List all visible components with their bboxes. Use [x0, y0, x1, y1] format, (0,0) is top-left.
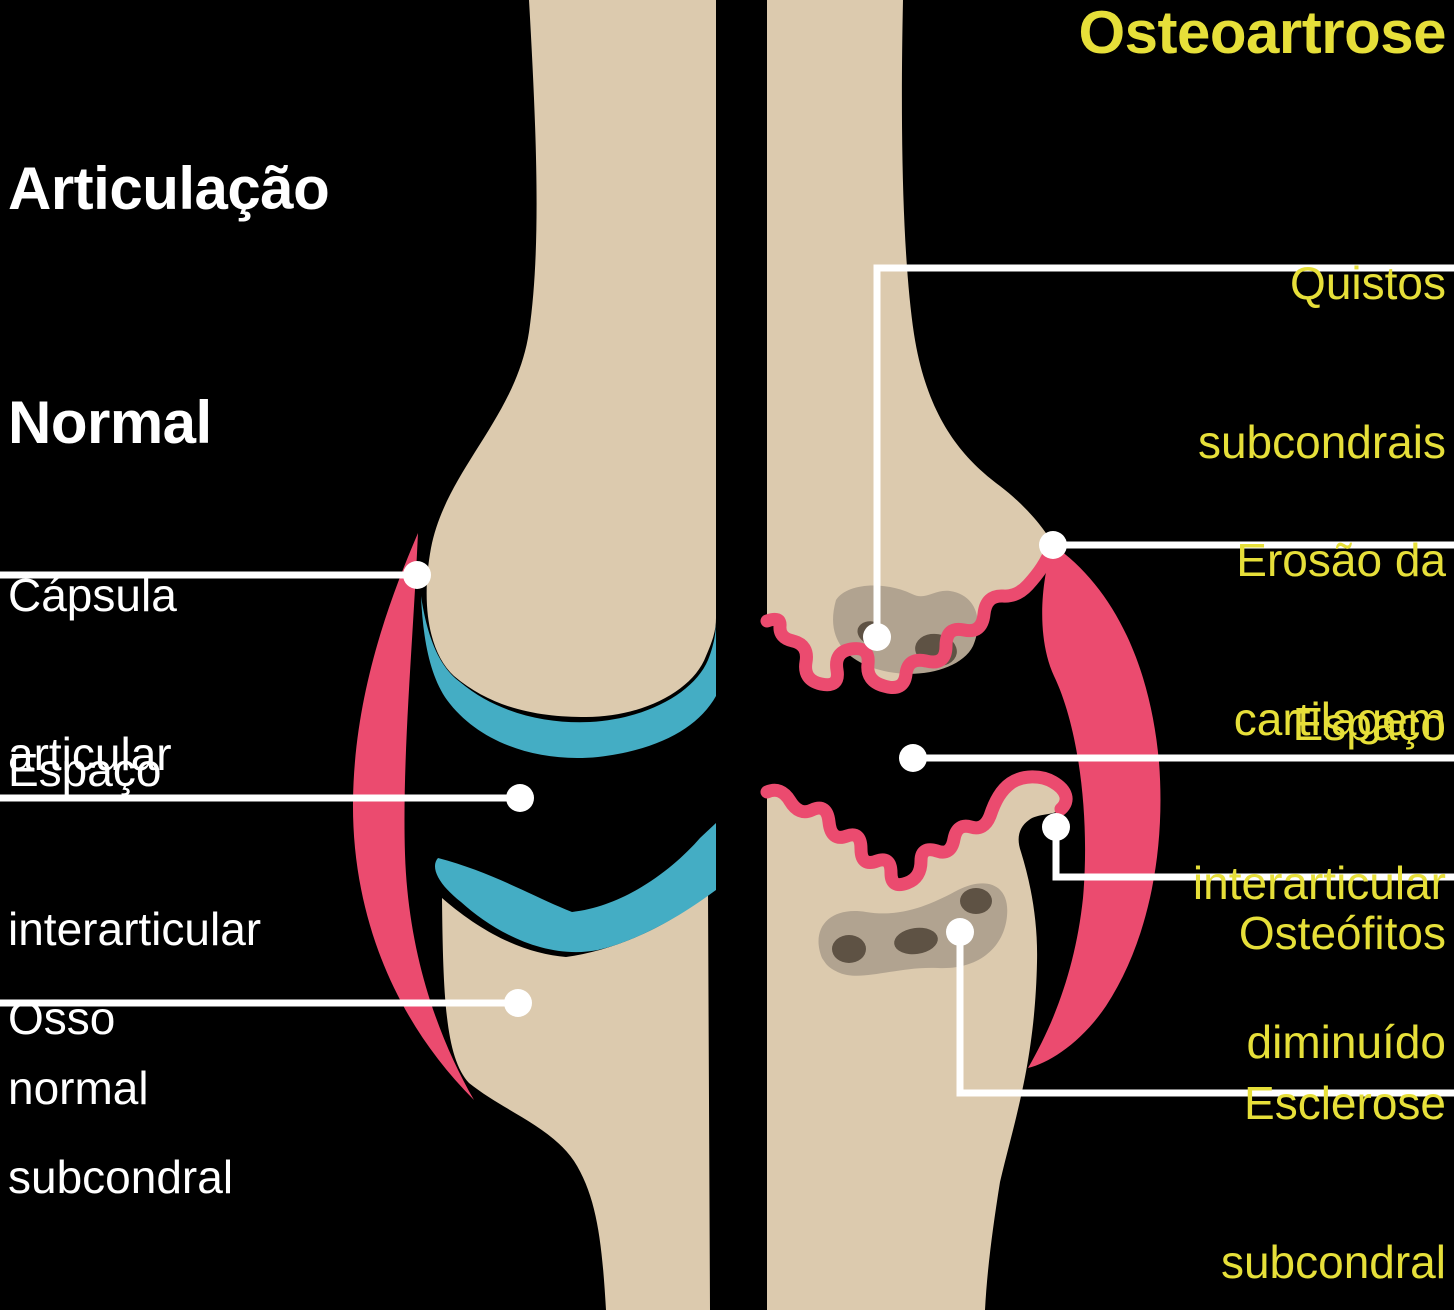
- label-line: subcondral: [8, 1151, 234, 1203]
- label-line: interarticular: [1192, 857, 1446, 909]
- leader-dot-quistos-subcondrais: [863, 623, 891, 651]
- osteo-tibia-sclerosis-spot: [832, 935, 866, 963]
- label-line: cartilagem: [1233, 693, 1446, 745]
- leader-dot-erosao-cartilagem: [1039, 531, 1067, 559]
- label-capsula-articular: Cápsula articular: [8, 463, 177, 887]
- label-line: diminuído: [1246, 1016, 1446, 1068]
- leader-line-esclerose-subcondral: [956, 932, 1454, 1097]
- label-line: articular: [8, 728, 172, 780]
- normal-joint-title: Articulação Normal: [8, 0, 330, 618]
- normal-joint-capsule-shape: [352, 533, 474, 1100]
- leader-dot-espaco-normal: [506, 784, 534, 812]
- label-line: Osteófitos: [1238, 907, 1446, 959]
- label-espaco-interarticular-diminuido: Espaço interarticular diminuído: [1193, 592, 1446, 1175]
- osteo-femur-erosion-outline: [760, 538, 1060, 694]
- label-line: Esclerose: [1244, 1077, 1446, 1129]
- osteo-tibia-sclerosis-spot: [960, 888, 992, 914]
- osteo-tibia-sclerosis-spot: [894, 927, 938, 955]
- leader-dots: [403, 531, 1070, 1017]
- osteo-tibia-erosion-outline: [760, 770, 1073, 892]
- label-erosao-da-cartilagem: Erosão da cartilagem: [1234, 428, 1446, 852]
- leader-dot-espaco-diminuido: [899, 744, 927, 772]
- leader-dot-osso-subcondral: [504, 989, 532, 1017]
- osteo-femur-shape: [767, 0, 1053, 688]
- normal-joint-illustration: [352, 0, 716, 1310]
- label-esclerose-subcondral: Esclerose subcondral: [1221, 971, 1446, 1310]
- osteo-joint-illustration: [760, 0, 1161, 1310]
- normal-joint-title-line: Articulação: [8, 155, 330, 222]
- label-line: Osso: [8, 992, 116, 1044]
- label-line: subcondrais: [1197, 416, 1446, 468]
- label-espaco-interarticular-normal: Espaço interarticular normal: [8, 638, 261, 1221]
- normal-femur-cartilage-shape: [421, 596, 716, 759]
- leader-dot-capsula-articular: [403, 561, 431, 589]
- label-line: subcondral: [1220, 1236, 1446, 1288]
- leader-dot-esclerose-subcondral: [946, 918, 974, 946]
- normal-joint-title-line: Normal: [8, 389, 212, 456]
- leader-dot-osteofitos: [1042, 813, 1070, 841]
- osteo-joint-capsule-shape: [1028, 545, 1161, 1068]
- normal-tibia-cartilage-shape: [434, 823, 716, 953]
- label-line: normal: [8, 1062, 149, 1114]
- label-line: Erosão da: [1236, 534, 1446, 586]
- leader-lines: [0, 264, 1454, 1097]
- label-line: interarticular: [8, 903, 262, 955]
- normal-femur-shape: [426, 0, 716, 717]
- normal-tibia-shape: [442, 892, 710, 1310]
- label-osso-subcondral: Osso subcondral: [8, 886, 233, 1310]
- osteo-joint-title: Osteoartrose: [1078, 0, 1447, 66]
- label-quistos-subcondrais: Quistos subcondrais: [1198, 151, 1446, 575]
- leader-line-quistos-subcondrais: [873, 264, 1454, 637]
- label-osteofitos: Osteófitos: [1239, 801, 1446, 1066]
- label-line: Espaço: [8, 744, 162, 796]
- label-line: Cápsula: [8, 569, 177, 621]
- label-line: Espaço: [1292, 698, 1446, 750]
- leader-line-osteofitos: [1052, 827, 1454, 881]
- label-line: Quistos: [1290, 257, 1446, 309]
